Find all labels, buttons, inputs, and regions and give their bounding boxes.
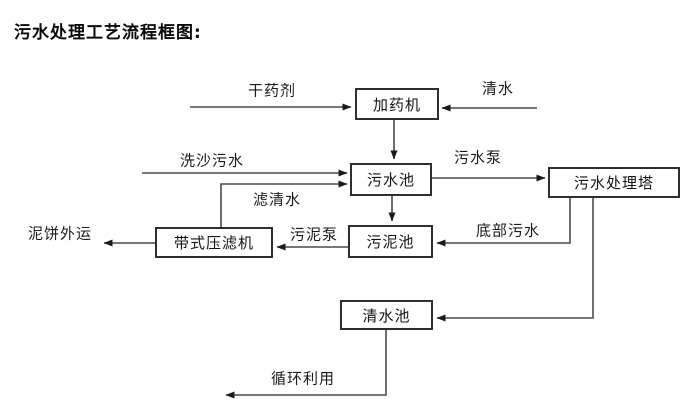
node-sludge-pool: 污泥池 bbox=[348, 225, 433, 258]
page-title: 污水处理工艺流程框图: bbox=[14, 23, 202, 43]
flow-label-sludge-pump: 污泥泵 bbox=[289, 225, 339, 244]
flow-bottom-sewage-line bbox=[436, 198, 571, 247]
node-sewage-pool: 污水池 bbox=[350, 163, 432, 196]
flow-label-sewage-pump: 污水泵 bbox=[453, 148, 503, 167]
flow-label-clean-water: 清水 bbox=[481, 79, 515, 98]
flow-tower-to-clean-line bbox=[436, 198, 594, 322]
node-treatment-tower: 污水处理塔 bbox=[548, 167, 680, 198]
flow-filtered-water-line bbox=[220, 180, 348, 227]
flow-label-mud-cake-out: 泥饼外运 bbox=[27, 224, 93, 243]
node-clean-water-pool: 清水池 bbox=[340, 300, 433, 330]
flow-recycle-line bbox=[225, 330, 387, 399]
flow-label-bottom-sewage: 底部污水 bbox=[475, 221, 541, 240]
flow-label-filtered-water: 滤清水 bbox=[252, 190, 302, 209]
flow-label-recycle-use: 循环利用 bbox=[270, 369, 336, 388]
flow-label-sand-washing-sewage: 洗沙污水 bbox=[179, 151, 245, 170]
node-dosing-machine: 加药机 bbox=[355, 88, 439, 120]
flow-label-dry-chemical: 干药剂 bbox=[247, 81, 297, 100]
node-belt-filter-press: 带式压滤机 bbox=[155, 227, 273, 258]
